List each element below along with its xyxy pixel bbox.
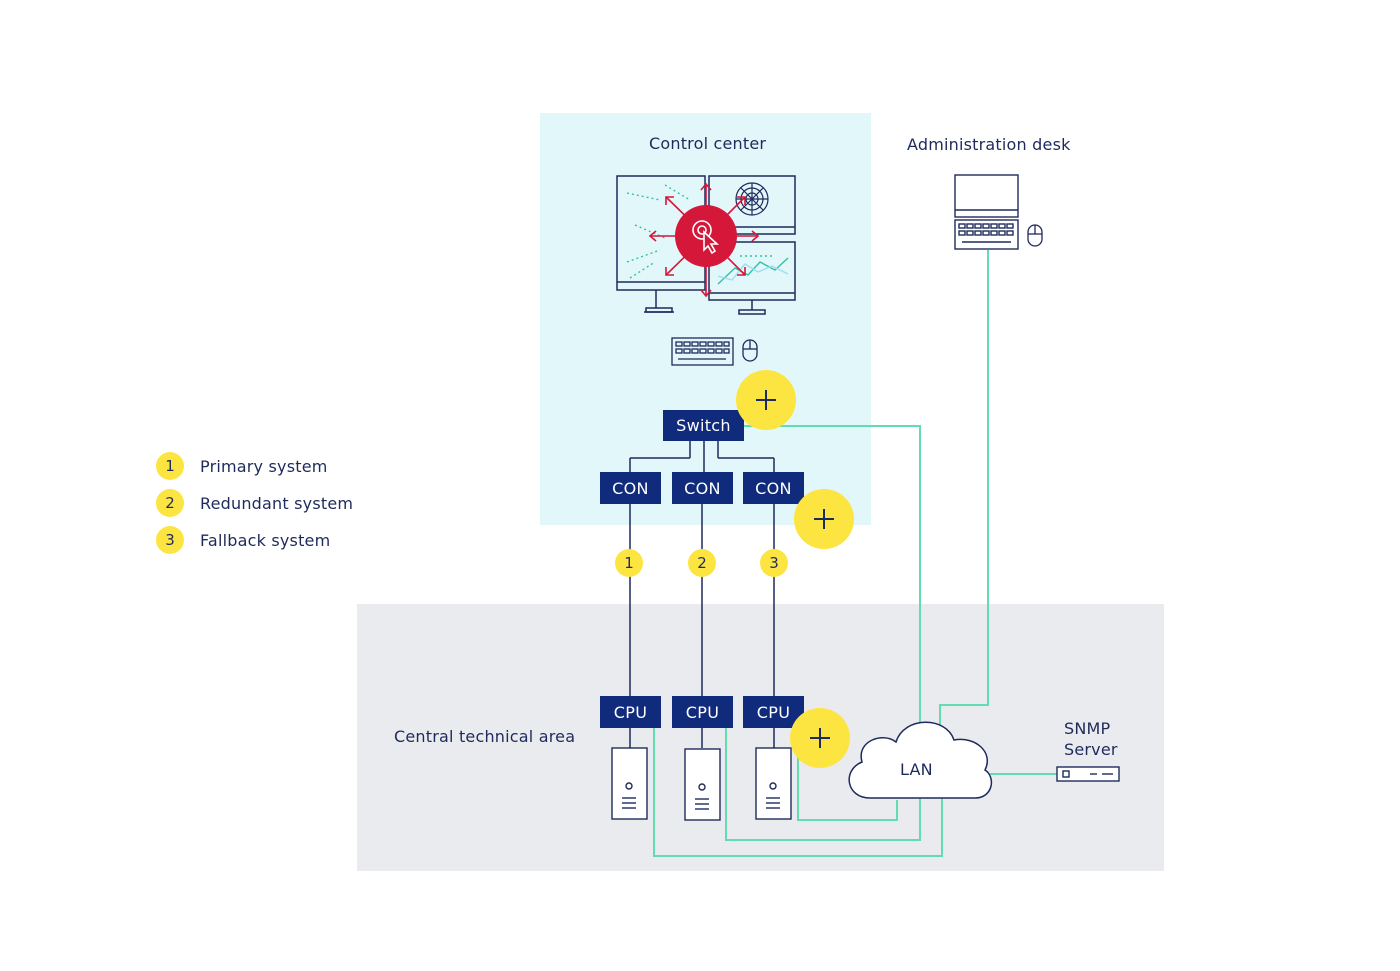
cpu-box-2: CPU bbox=[672, 696, 733, 728]
chart-lines bbox=[717, 257, 789, 285]
radar-icon bbox=[735, 182, 769, 216]
con-cpu-lines bbox=[629, 504, 775, 696]
lan-label: LAN bbox=[900, 760, 933, 779]
server-tower-icon bbox=[755, 747, 792, 820]
network-lines bbox=[653, 250, 1057, 857]
mouse-icon bbox=[1027, 224, 1043, 247]
cpu-tower-links bbox=[629, 728, 775, 748]
legend-item-redundant: 2 Redundant system bbox=[156, 489, 353, 517]
server-tower-icon bbox=[684, 748, 721, 821]
legend-badge: 2 bbox=[156, 489, 184, 517]
mouse-icon bbox=[742, 339, 758, 362]
legend-badge: 1 bbox=[156, 452, 184, 480]
channel-badge-2: 2 bbox=[688, 549, 716, 577]
con-box-3: CON bbox=[743, 472, 804, 504]
plus-icon bbox=[736, 370, 796, 430]
plus-icon bbox=[790, 708, 850, 768]
legend-label: Redundant system bbox=[200, 493, 354, 513]
legend-label: Primary system bbox=[200, 456, 328, 476]
con-box-1: CON bbox=[600, 472, 661, 504]
legend-badge: 3 bbox=[156, 526, 184, 554]
cursor-icon bbox=[692, 220, 720, 255]
monitor-icon bbox=[708, 241, 796, 315]
keyboard-icon bbox=[671, 337, 734, 366]
administration-desk-title: Administration desk bbox=[907, 135, 1071, 154]
legend-item-fallback: 3 Fallback system bbox=[156, 526, 330, 554]
rack-server-icon bbox=[1056, 766, 1120, 782]
cloud-icon bbox=[848, 721, 993, 799]
cpu-box-1: CPU bbox=[600, 696, 661, 728]
channel-badge-1: 1 bbox=[615, 549, 643, 577]
track-trails bbox=[626, 184, 775, 279]
control-center-title: Control center bbox=[649, 134, 767, 153]
central-technical-area bbox=[357, 604, 1164, 871]
legend-item-primary: 1 Primary system bbox=[156, 452, 328, 480]
switch-tree-lines bbox=[629, 441, 775, 472]
switch-box: Switch bbox=[663, 410, 744, 441]
snmp-label-line1: SNMP bbox=[1064, 719, 1111, 738]
con-box-2: CON bbox=[672, 472, 733, 504]
snmp-label-line2: Server bbox=[1064, 740, 1118, 759]
plus-icon bbox=[794, 489, 854, 549]
channel-badge-3: 3 bbox=[760, 549, 788, 577]
legend-label: Fallback system bbox=[200, 530, 331, 550]
server-tower-icon bbox=[611, 747, 648, 820]
central-technical-area-title: Central technical area bbox=[394, 727, 576, 746]
laptop-icon bbox=[954, 174, 1019, 250]
